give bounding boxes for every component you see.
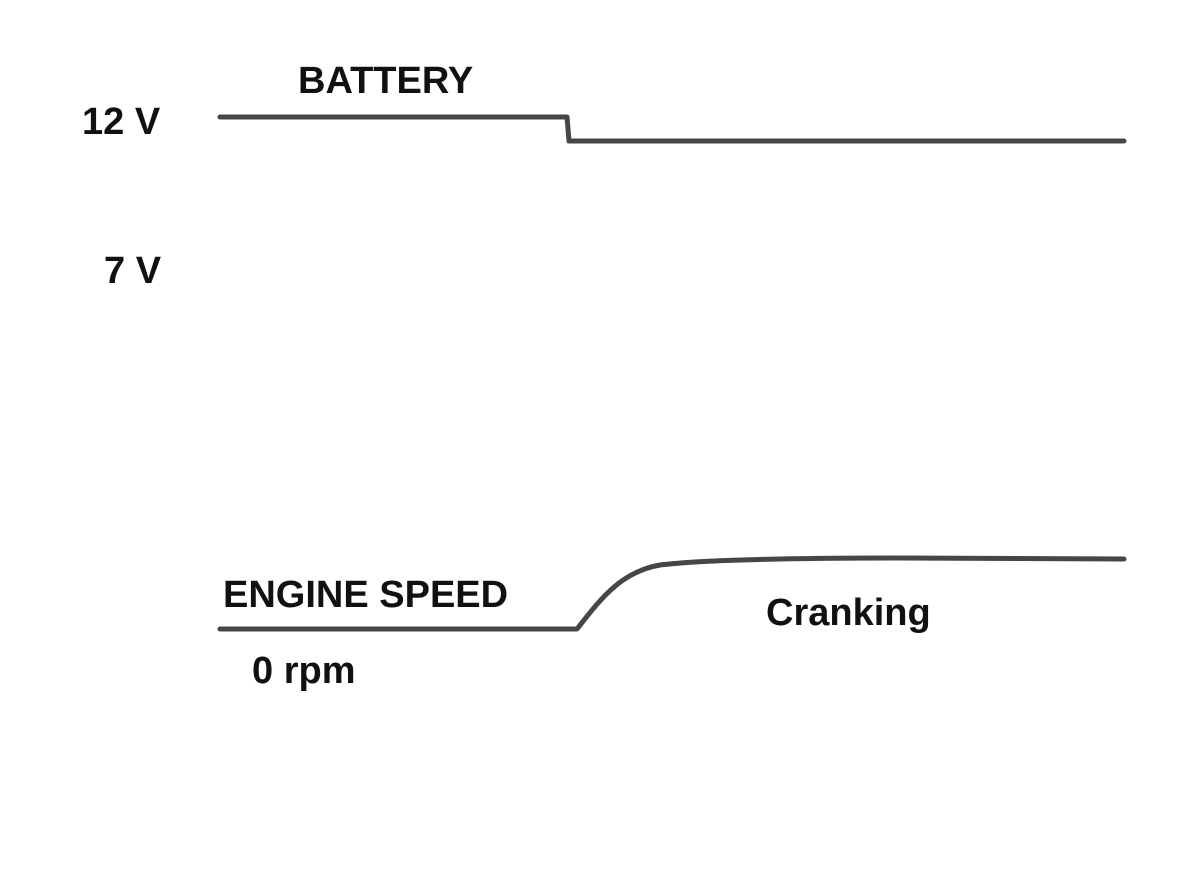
engine-speed-trace xyxy=(217,555,1127,632)
battery-title: BATTERY xyxy=(298,60,474,102)
zero-rpm-label: 0 rpm xyxy=(252,650,356,692)
voltage-7v-label: 7 V xyxy=(104,250,162,292)
cranking-label: Cranking xyxy=(766,592,931,634)
battery-voltage-trace xyxy=(217,114,1127,144)
voltage-12v-label: 12 V xyxy=(82,101,161,143)
engine-speed-title: ENGINE SPEED xyxy=(223,574,509,616)
